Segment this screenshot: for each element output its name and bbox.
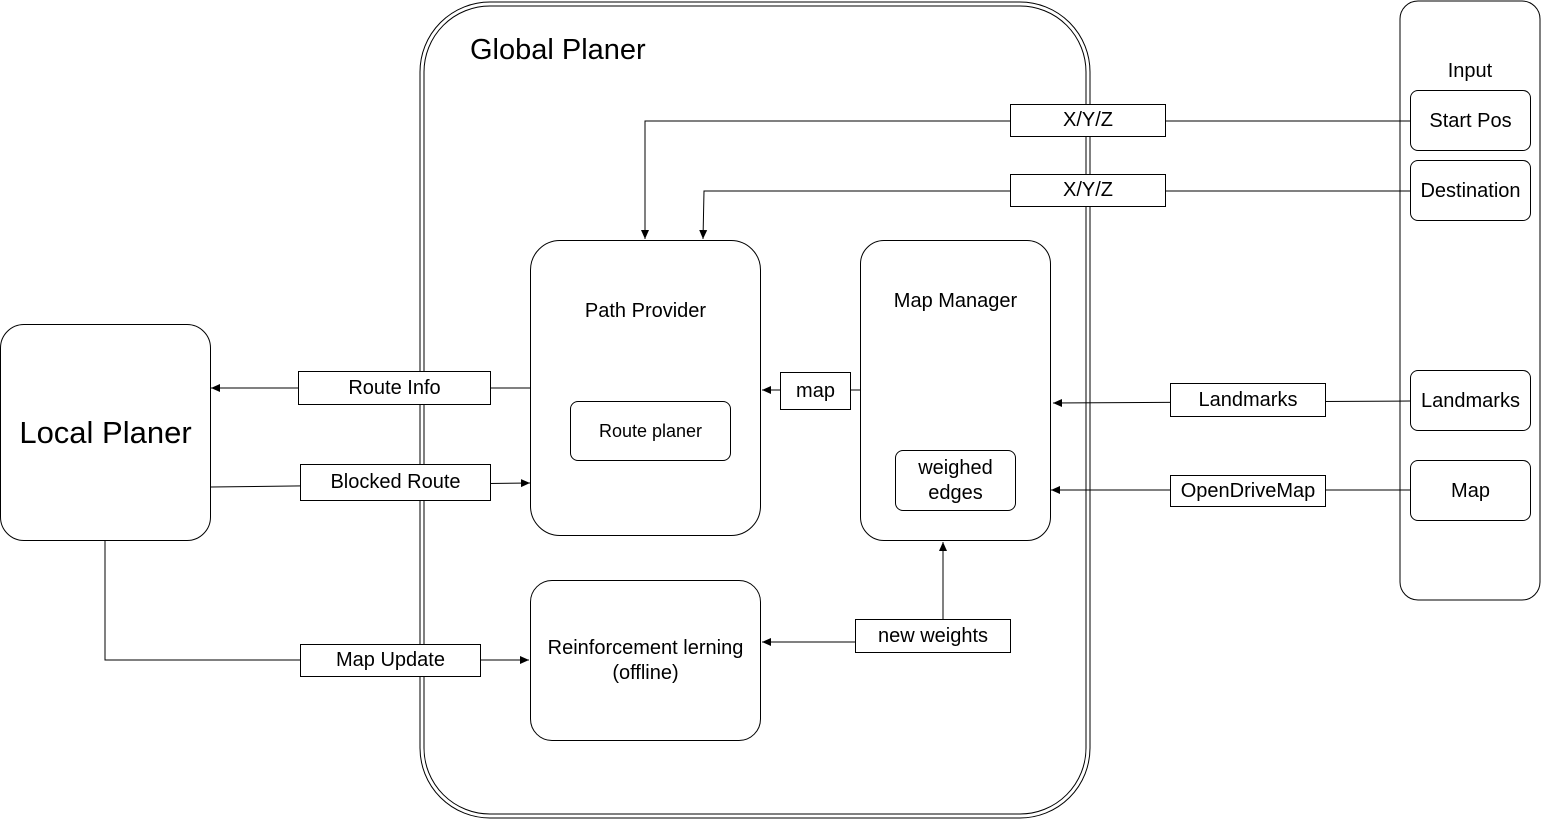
edge-destination [699, 190, 1410, 240]
local-planer-box: Local Planer [0, 324, 211, 541]
input-title: Input [1447, 60, 1493, 82]
reinforcement-learning-box: Reinforcement lerning (offline) [530, 580, 761, 741]
edge-label-opendrive: OpenDriveMap [1170, 475, 1326, 507]
edge-label-start-xyz: X/Y/Z [1010, 104, 1166, 137]
global-planer-title: Global Planer [470, 34, 646, 66]
edge-map-update [104, 541, 529, 664]
edge-label-new-weights: new weights [855, 619, 1011, 653]
input-map: Map [1410, 460, 1531, 521]
map-manager-title: Map Manager [893, 290, 1018, 312]
input-map-label: Map [1451, 479, 1490, 502]
route-planer-label: Route planer [598, 420, 703, 441]
input-landmarks: Landmarks [1410, 370, 1531, 431]
edge-label-blocked-route: Blocked Route [300, 464, 491, 501]
input-start-pos: Start Pos [1410, 90, 1531, 151]
edge-label-landmarks: Landmarks [1170, 383, 1326, 417]
weighed-edges-box: weighed edges [895, 450, 1016, 511]
weighed-edges-label: weighed edges [918, 456, 993, 504]
global-planer-container [419, 1, 1091, 819]
input-landmarks-label: Landmarks [1421, 389, 1520, 412]
global-planer-container-inner [423, 5, 1087, 815]
reinforcement-learning-title: Reinforcement lerning (offline) [547, 636, 744, 684]
edge-label-dest-xyz: X/Y/Z [1010, 174, 1166, 207]
path-provider-title: Path Provider [584, 300, 707, 322]
input-destination: Destination [1410, 160, 1531, 221]
route-planer-box: Route planer [570, 401, 731, 461]
edge-label-route-info: Route Info [298, 371, 491, 405]
edge-label-map: map [780, 372, 851, 410]
input-destination-label: Destination [1420, 179, 1521, 202]
local-planer-title: Local Planer [19, 414, 192, 450]
input-start-pos-label: Start Pos [1429, 109, 1512, 132]
edge-label-map-update: Map Update [300, 644, 481, 677]
path-provider-box: Path Provider [530, 240, 761, 536]
